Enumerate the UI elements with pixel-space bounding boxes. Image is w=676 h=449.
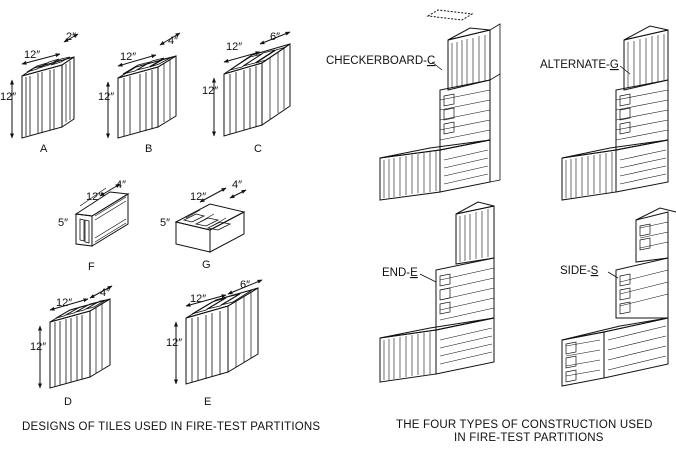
tile-a-height-label: 12″ (0, 91, 16, 103)
tile-designs-panel: 12″ 12″ 2″ A 12″ 12″ 4″ B (0, 31, 291, 408)
checkerboard-wall-drawing (379, 9, 501, 201)
tile-a-drawing (10, 33, 79, 139)
construction-label-end: END-E (382, 267, 418, 279)
tile-g-letter: G (202, 259, 211, 271)
tile-d-drawing (38, 285, 113, 389)
tile-b-drawing (106, 32, 181, 139)
tile-e-width-label: 12″ (190, 293, 206, 305)
alternate-wall-drawing (561, 25, 669, 201)
tile-g-height-label: 5″ (160, 217, 170, 229)
tile-c-drawing (212, 31, 291, 137)
constructions-caption-line1: THE FOUR TYPES OF CONSTRUCTION USED (396, 419, 653, 431)
tile-c-width-label: 12″ (226, 41, 242, 53)
tile-f-width-label: 12″ (86, 191, 102, 203)
tile-e-height-label: 12″ (166, 337, 182, 349)
tile-e-letter: E (204, 396, 211, 408)
tiles-caption: DESIGNS OF TILES USED IN FIRE-TEST PARTI… (22, 421, 320, 433)
tile-e-depth-label: 6″ (240, 279, 250, 291)
tile-e-drawing (174, 279, 263, 385)
tile-d-letter: D (64, 396, 72, 408)
tile-b-width-label: 12″ (120, 51, 136, 63)
tile-d-width-label: 12″ (56, 297, 72, 309)
tile-g-depth-label: 4″ (232, 179, 242, 191)
tile-f-drawing (74, 183, 130, 247)
side-wall-drawing (561, 207, 676, 387)
tile-f-letter: F (88, 261, 95, 273)
construction-label-checkerboard: CHECKERBOARD-C (326, 55, 435, 67)
tile-b-depth-label: 4″ (168, 35, 178, 47)
tile-c-letter: C (254, 143, 262, 155)
construction-types-panel (379, 9, 676, 387)
tile-b-letter: B (145, 143, 152, 155)
tile-c-depth-label: 6″ (270, 31, 280, 43)
tile-a-letter: A (40, 143, 48, 155)
tile-g-drawing (174, 187, 247, 253)
tile-g-width-label: 12″ (190, 191, 206, 203)
tile-d-height-label: 12″ (30, 341, 46, 353)
tile-a-width-label: 12″ (24, 49, 40, 61)
tile-c-height-label: 12″ (202, 85, 218, 97)
tile-f-height-label: 5″ (58, 217, 68, 229)
end-wall-drawing (379, 201, 495, 383)
tile-d-depth-label: 4″ (100, 287, 110, 299)
construction-label-side: SIDE-S (560, 265, 599, 277)
construction-label-alternate: ALTERNATE-G (540, 59, 619, 71)
tile-a-depth-label: 2″ (66, 31, 76, 43)
constructions-caption-line2: IN FIRE-TEST PARTITIONS (454, 432, 604, 444)
tile-f-depth-label: 4″ (116, 179, 126, 191)
tile-b-height-label: 12″ (98, 91, 114, 103)
